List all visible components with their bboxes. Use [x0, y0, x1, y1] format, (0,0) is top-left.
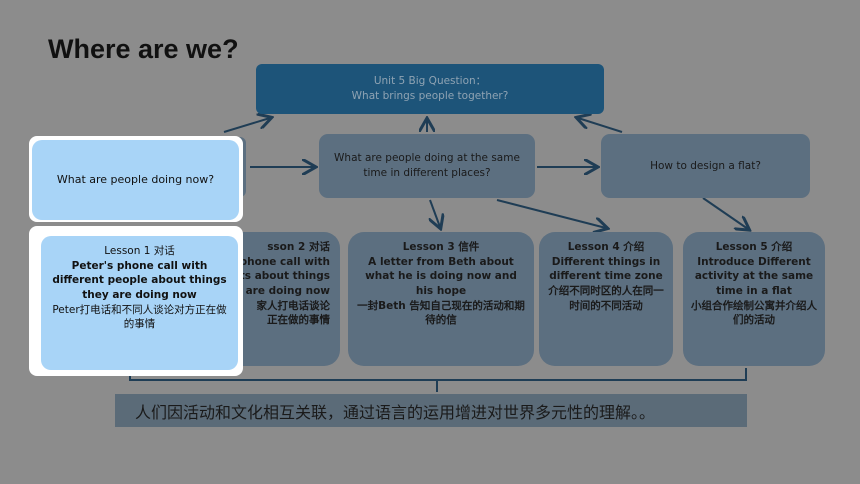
lesson-5-zh: 小组合作绘制公寓并介绍人们的活动 [691, 299, 817, 327]
big-question-line2: What brings people together? [351, 90, 509, 102]
lesson-4-text: Different things in different time zone介… [548, 255, 664, 312]
lesson-1-highlight: Lesson 1 对话 Peter's phone call with diff… [41, 236, 238, 370]
summary-banner: 人们因活动和文化相互关联，通过语言的运用增进对世界多元性的理解。。 [115, 394, 747, 427]
lesson-1-en: Peter's phone call with different people… [52, 259, 227, 302]
lesson-3-box: Lesson 3 信件 A letter from Beth about wha… [348, 232, 534, 366]
arrow-mid-to-l4 [496, 199, 606, 228]
arrow-right-to-l5 [702, 197, 748, 229]
arrow-left-to-top [223, 118, 270, 133]
lesson-4-title: Lesson 4 介绍 [567, 241, 645, 253]
arrow-mid-to-l3 [430, 199, 440, 227]
lesson-2-line: ents about things [225, 270, 330, 283]
lesson-2-line: are doing now [245, 285, 330, 298]
lesson-3-zh: 一封Beth 告知自己现在的活动和期待的信 [357, 299, 525, 327]
lesson-5-box: Lesson 5 介绍 Introduce Different activity… [683, 232, 825, 366]
lesson-5-title: Lesson 5 介绍 [715, 241, 793, 253]
left-node-highlight: What are people doing now? [32, 140, 239, 220]
lesson-1-zh: Peter打电话和不同人谈论对方正在做的事情 [52, 303, 227, 331]
lesson-2-line: 正在做的事情 [267, 314, 330, 327]
lesson-2-line: phone call with [239, 255, 330, 268]
lesson-4-box: Lesson 4 介绍 Different things in differen… [539, 232, 673, 366]
lesson-3-en: A letter from Beth about what he is doin… [365, 255, 517, 298]
middle-node: What are people doing at the same time i… [319, 134, 535, 198]
page-title: Where are we? [48, 34, 239, 64]
big-question-box: Unit 5 Big Question： What brings people … [256, 64, 604, 114]
lesson-1-title: Lesson 1 对话 [104, 245, 175, 257]
lesson-3-title: Lesson 3 信件 [402, 241, 480, 253]
lesson-2-line: sson 2 对话 [267, 241, 330, 253]
lesson-5-en: Introduce Different activity at the same… [694, 255, 814, 298]
big-question-line1: Unit 5 Big Question： [373, 75, 487, 88]
arrow-right-to-top [578, 118, 623, 133]
lesson-2-line: 家人打电话谈论 [256, 299, 331, 312]
right-node: How to design a flat? [601, 134, 810, 198]
